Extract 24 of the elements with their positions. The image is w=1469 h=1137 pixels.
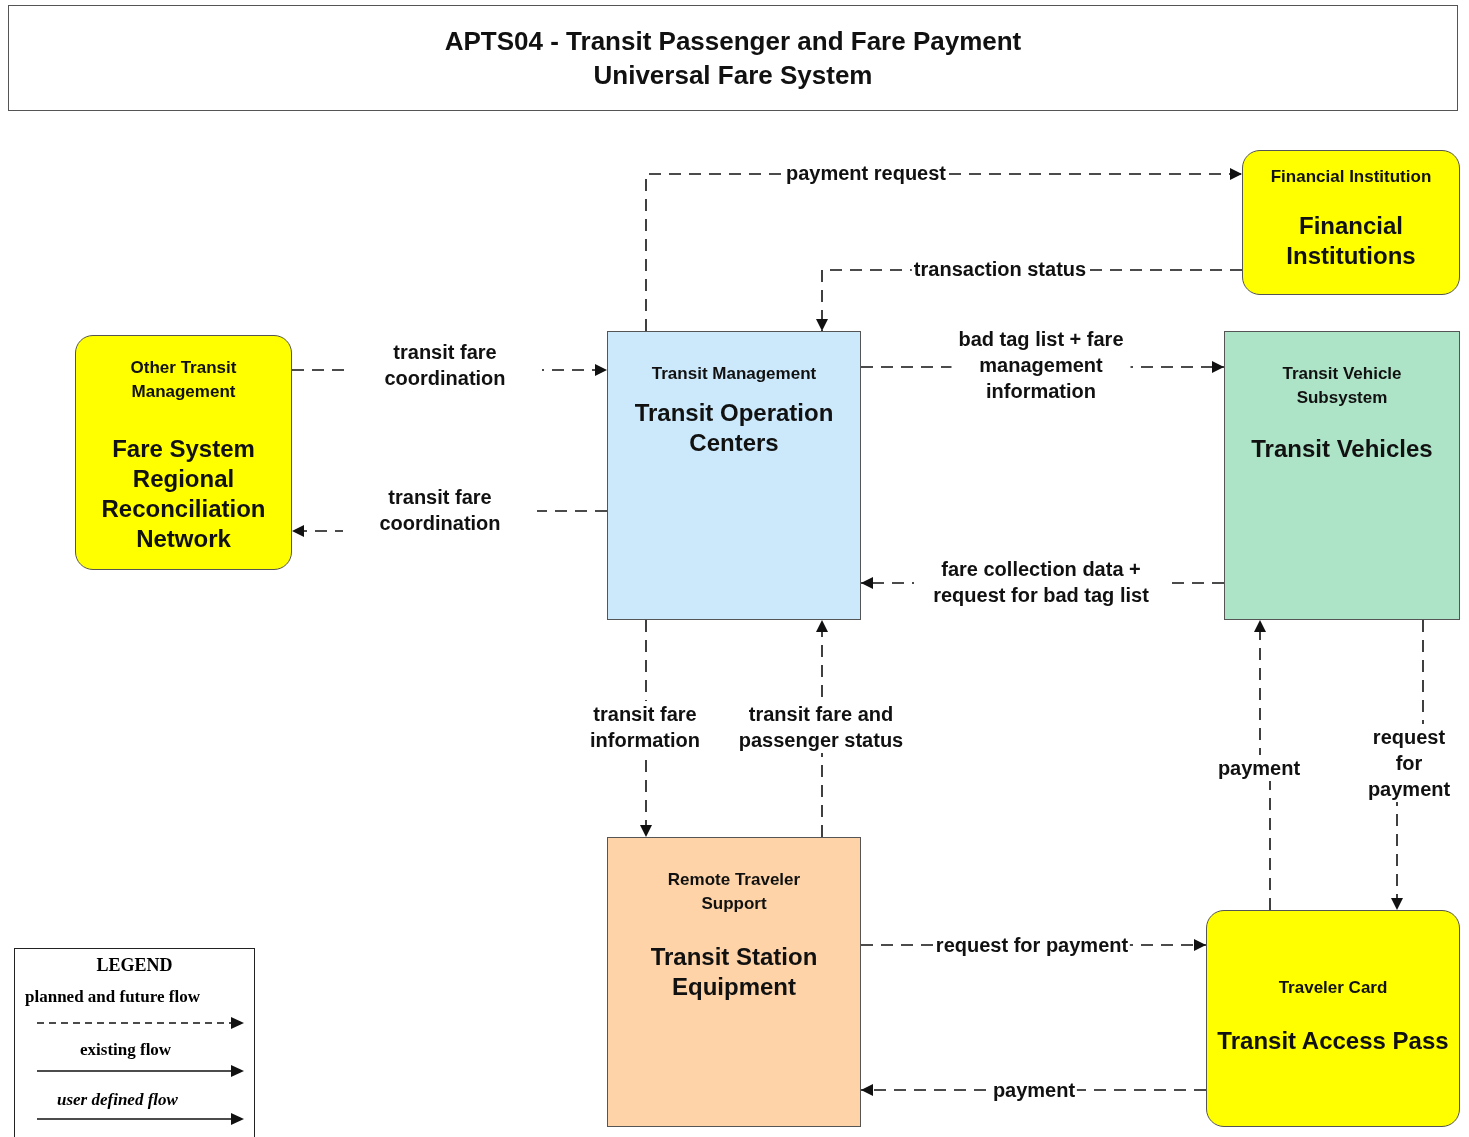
legend-title: LEGEND (95, 955, 174, 976)
subsystem-class: Other Transit Management (129, 357, 238, 403)
flow-arrow (1254, 619, 1271, 911)
system-box (75, 335, 292, 570)
subsystem-name: Transit Station Equipment (649, 942, 819, 1002)
system-box (607, 837, 861, 1127)
system-box (1242, 150, 1460, 295)
subsystem-name: Financial Institutions (1285, 211, 1417, 271)
subsystem-class: Transit Vehicle Subsystem (1281, 363, 1403, 409)
legend-label: existing flow (80, 1040, 172, 1060)
title: APTS04 - Transit Passenger and Fare Payment Universal Fare System (443, 25, 1023, 92)
subsystem-class: Financial Institution (1270, 166, 1432, 188)
subsystem-class: Traveler Card (1278, 977, 1388, 999)
subsystem-name: Transit Vehicles (1251, 434, 1433, 464)
subsystem-name: Transit Access Pass (1217, 1026, 1449, 1056)
system-box (607, 331, 861, 620)
system-box (1206, 910, 1460, 1127)
legend-label: user defined flow (57, 1090, 178, 1110)
subsystem-class: Transit Management (651, 363, 817, 385)
subsystem-name: Transit Operation Centers (633, 398, 835, 458)
system-box (1224, 331, 1460, 620)
subsystem-class: Remote Traveler Support (666, 869, 802, 915)
subsystem-name: Fare System Regional Reconciliation Network (100, 434, 267, 554)
legend-label: planned and future flow (25, 987, 200, 1007)
